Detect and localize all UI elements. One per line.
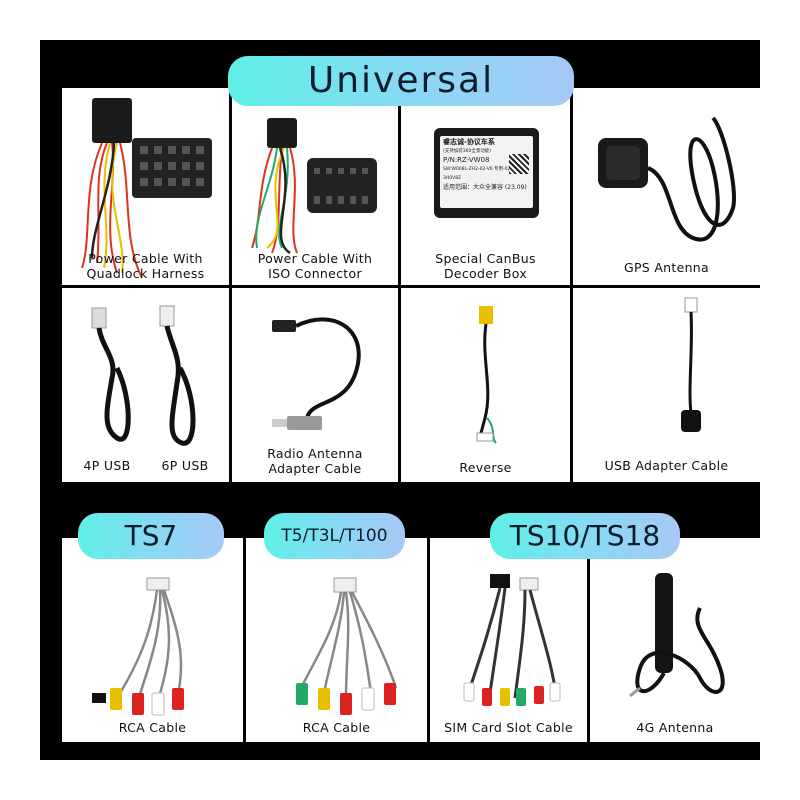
- item-gps: GPS Antenna: [573, 88, 760, 285]
- qr-code-icon: [509, 154, 529, 174]
- header-t5-t3l-t100: T5/T3L/T100: [264, 513, 405, 559]
- canbus-box: 睿志诚-协议车系 (支持加装360全景功能) P/N:RZ-VW08 SW:W0…: [434, 128, 539, 218]
- decoder-label-title: 睿志诚-协议车系: [443, 138, 495, 146]
- item-reverse: Reverse: [401, 288, 570, 482]
- item-usb-adapter: USB Adapter Cable: [573, 288, 760, 482]
- header-ts7: TS7: [78, 513, 224, 559]
- decoder-label-subtitle: (支持加装360全景功能): [443, 149, 492, 154]
- item-rca-t5: RCA Cable: [246, 538, 427, 742]
- decoder-label-range: 适用范围：大众全兼容 (23.09): [443, 184, 527, 191]
- item-usb: 4P USB 6P USB: [62, 288, 229, 482]
- item-4g-antenna: 4G Antenna: [590, 538, 760, 742]
- caption-rca-t5: RCA Cable: [302, 720, 371, 735]
- item-sim: SIM Card Slot Cable: [430, 538, 587, 742]
- header-universal: Universal: [228, 56, 574, 106]
- quadlock-harness-image: [81, 98, 212, 279]
- item-canbus: 睿志诚-协议车系 (支持加装360全景功能) P/N:RZ-VW08 SW:W0…: [401, 88, 570, 285]
- caption-rca-ts7: RCA Cable: [118, 720, 187, 735]
- usb-adapter-image: [681, 297, 701, 432]
- caption-usb-4p: 4P USB: [83, 458, 131, 473]
- radio-adapter-image: [272, 317, 361, 430]
- caption-usb-6p: 6P USB: [161, 458, 209, 473]
- iso-harness-image: [251, 118, 377, 255]
- caption-gps: GPS Antenna: [623, 260, 709, 275]
- item-rca-ts7: RCA Cable: [62, 538, 243, 742]
- caption-reverse: Reverse: [459, 460, 512, 475]
- sim-cable-image: [463, 574, 561, 706]
- header-ts10-ts18: TS10/TS18: [490, 513, 680, 559]
- usb-cables-image: [91, 305, 196, 446]
- reverse-cable-image: [476, 306, 497, 444]
- antenna-4g-image: [629, 573, 725, 698]
- caption-usb-adapter: USB Adapter Cable: [604, 458, 729, 473]
- rca-t5-image: [296, 577, 398, 715]
- gps-antenna-image: [598, 116, 736, 242]
- decoder-label-sw: SW:W008L-ZH2-02-V6 专用-02-3H0V8Z: [443, 167, 513, 181]
- caption-4g-antenna: 4G Antenna: [636, 720, 714, 735]
- rca-ts7-image: [92, 577, 184, 716]
- caption-sim: SIM Card Slot Cable: [444, 720, 573, 735]
- decoder-label-pn: P/N:RZ-VW08: [443, 156, 490, 164]
